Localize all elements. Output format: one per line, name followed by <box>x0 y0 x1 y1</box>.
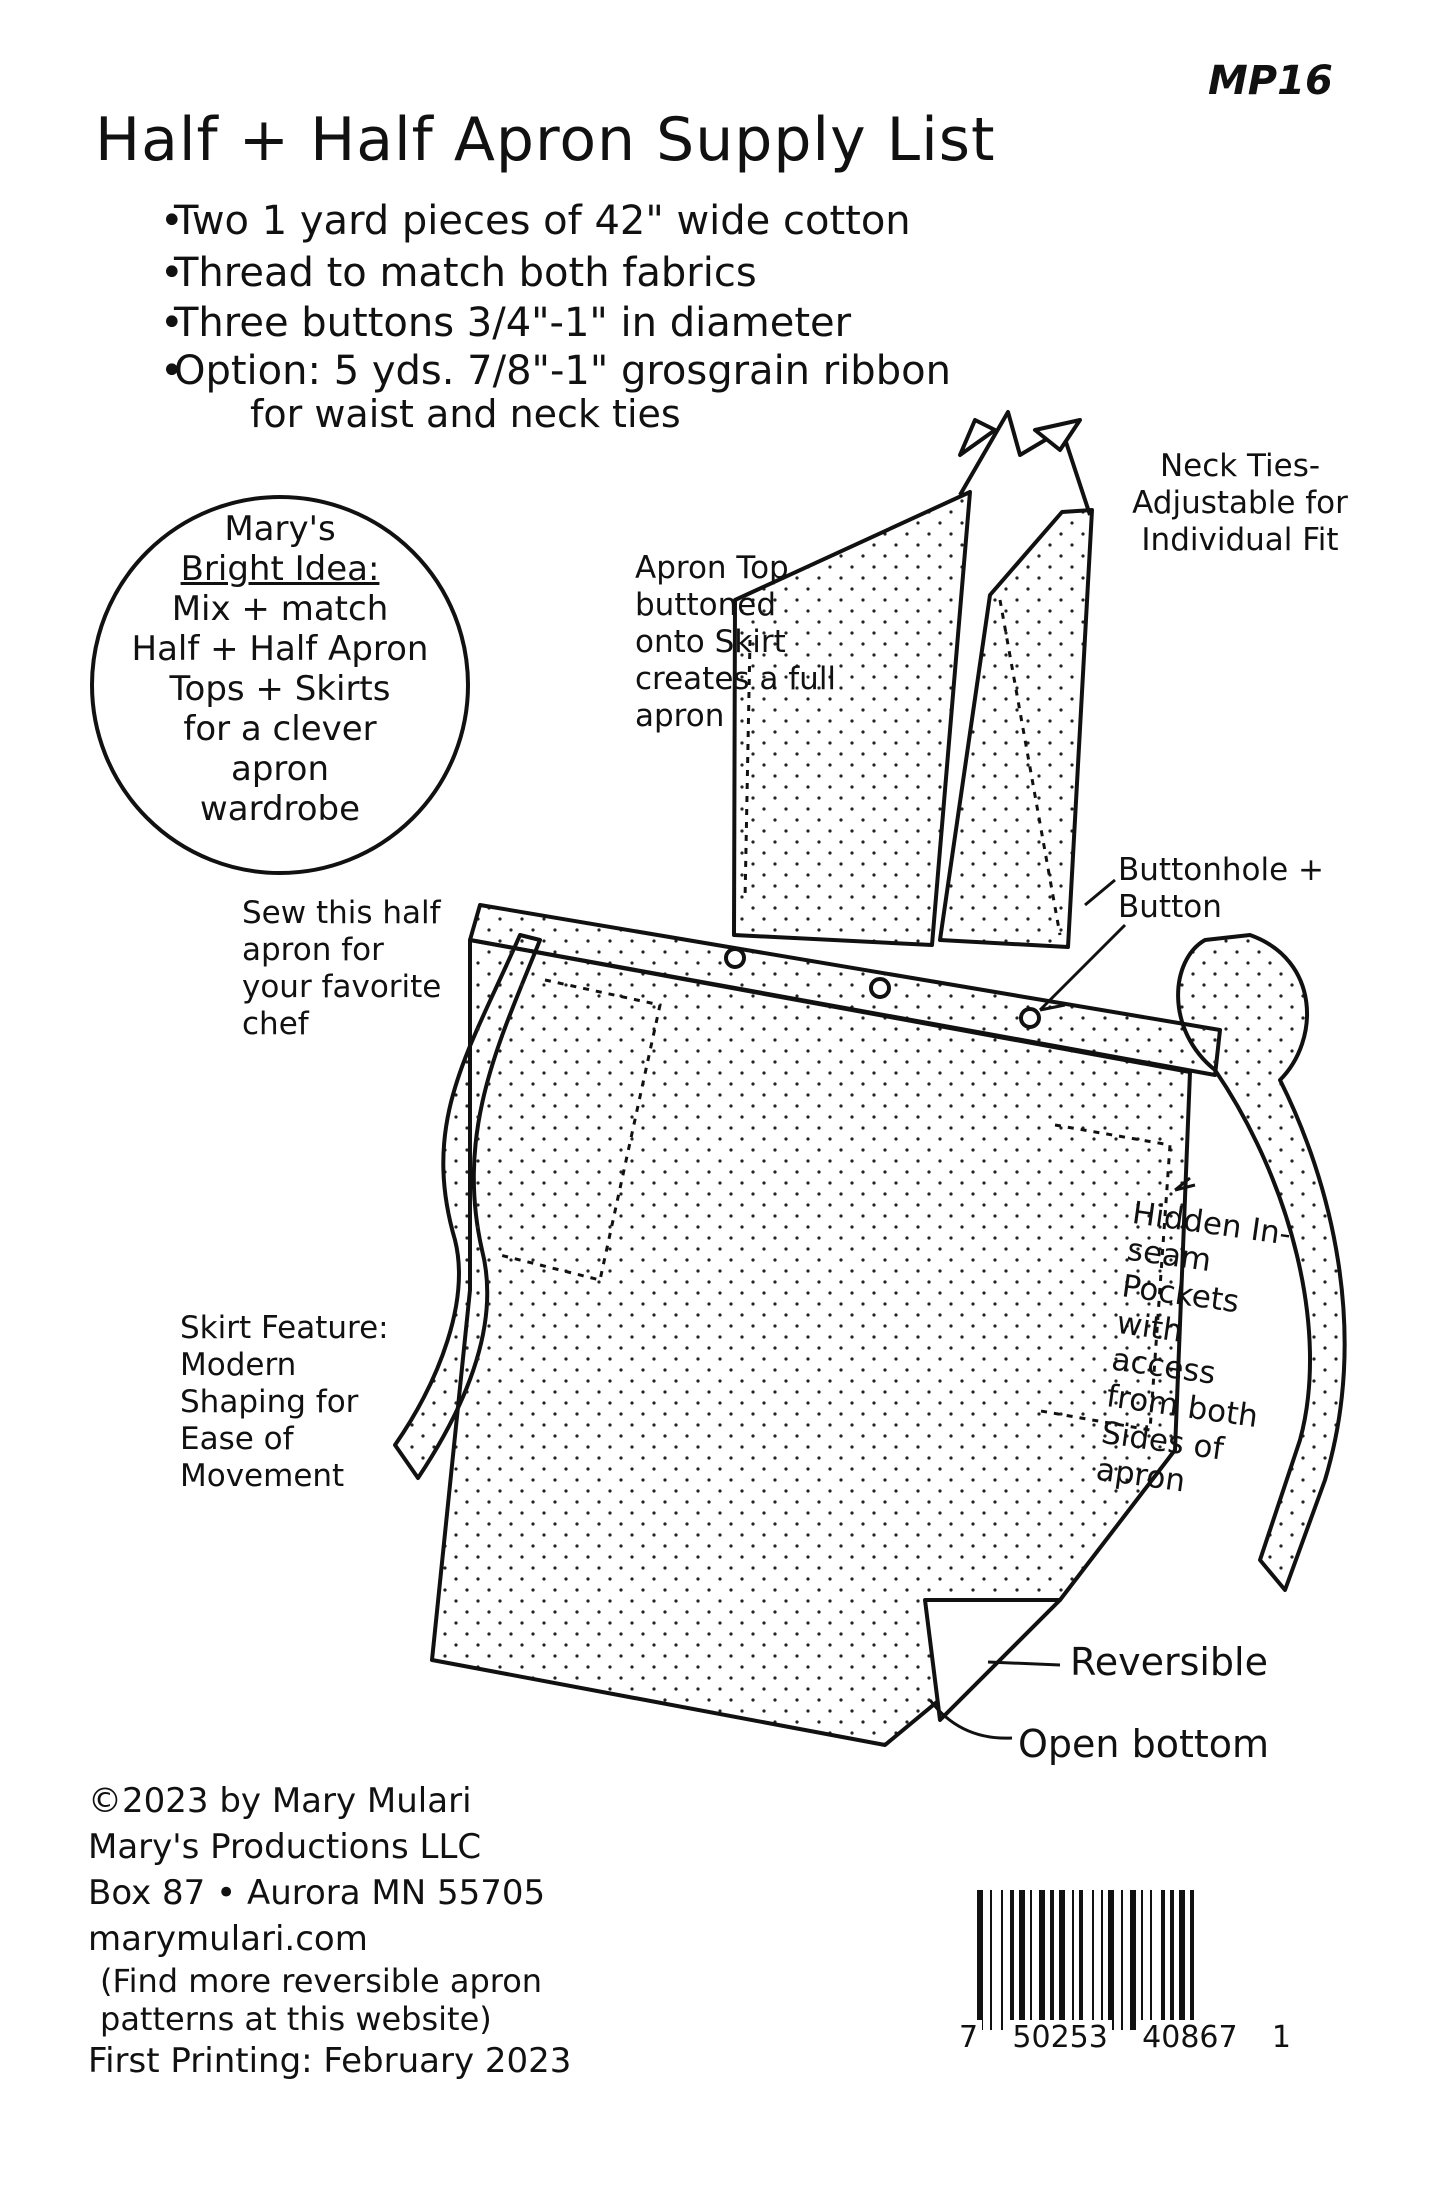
supply-item: •Option: 5 yds. 7/8"-1" grosgrain ribbon <box>160 348 951 394</box>
reversible-note: Reversible <box>1070 1640 1268 1684</box>
button-3 <box>1019 1007 1041 1029</box>
bright-idea-title: Bright Idea: <box>180 549 380 589</box>
supply-text: Two 1 yard pieces of 42" wide cotton <box>174 198 911 244</box>
neck-ties-note: Neck Ties- Adjustable for Individual Fit <box>1132 448 1348 558</box>
bright-idea-line: apron <box>231 749 329 789</box>
button-2 <box>869 977 891 999</box>
open-bottom-note: Open bottom <box>1018 1722 1270 1766</box>
pattern-code: MP16 <box>1208 58 1333 104</box>
supply-item-continuation: for waist and neck ties <box>250 392 681 436</box>
buttonhole-note: Buttonhole + Button <box>1118 852 1324 925</box>
barcode-digit-group: 1 <box>1267 2020 1295 2055</box>
copyright: ©2023 by Mary Mulari <box>88 1781 472 1821</box>
bright-idea-line: wardrobe <box>199 789 361 829</box>
supply-text: Option: 5 yds. 7/8"-1" grosgrain ribbon <box>174 348 951 394</box>
supply-item: •Three buttons 3/4"-1" in diameter <box>160 300 852 346</box>
apron-top-note: Apron Top buttoned onto Skirt creates a … <box>635 550 837 734</box>
bright-idea-line: Half + Half Apron <box>131 629 429 669</box>
address: Box 87 • Aurora MN 55705 <box>88 1873 546 1913</box>
sew-half-apron-note: Sew this half apron for your favorite ch… <box>242 895 442 1042</box>
credits-block: ©2023 by Mary Mulari Mary's Productions … <box>88 1778 708 2084</box>
supply-text: Thread to match both fabrics <box>174 250 757 296</box>
apron-skirt <box>430 938 1192 1747</box>
bright-idea-circle: Mary's Bright Idea: Mix + match Half + H… <box>90 495 470 875</box>
company-name: Mary's Productions LLC <box>88 1827 482 1867</box>
supply-item: •Thread to match both fabrics <box>160 250 757 296</box>
barcode-digit-group: 50253 <box>1008 2020 1112 2055</box>
barcode <box>977 1890 1194 2030</box>
bright-idea-line: for a clever <box>183 709 377 749</box>
barcode-digit-group: 40867 <box>1138 2020 1242 2055</box>
right-tie <box>1176 933 1347 1592</box>
website-note: (Find more reversible apron patterns at … <box>100 1962 543 2038</box>
printing-date: First Printing: February 2023 <box>88 2041 572 2081</box>
bright-idea-line: Mix + match <box>171 589 389 629</box>
supply-item: •Two 1 yard pieces of 42" wide cotton <box>160 198 911 244</box>
bright-idea-line1: Mary's <box>224 509 336 549</box>
barcode-digit-group: 7 <box>955 2020 983 2055</box>
apron-top-left <box>732 490 972 947</box>
skirt-feature-note: Skirt Feature: Modern Shaping for Ease o… <box>180 1310 389 1494</box>
waistband <box>468 903 1222 1077</box>
barcode-digits: 7 50253 40867 1 <box>955 2020 1295 2055</box>
bright-idea-line: Tops + Skirts <box>169 669 391 709</box>
page-title: Half + Half Apron Supply List <box>95 105 996 175</box>
apron-top-right <box>938 508 1094 949</box>
website: marymulari.com <box>88 1919 368 1959</box>
button-1 <box>724 947 746 969</box>
reversible-corner <box>923 1598 1062 1722</box>
supply-text: Three buttons 3/4"-1" in diameter <box>174 300 852 346</box>
